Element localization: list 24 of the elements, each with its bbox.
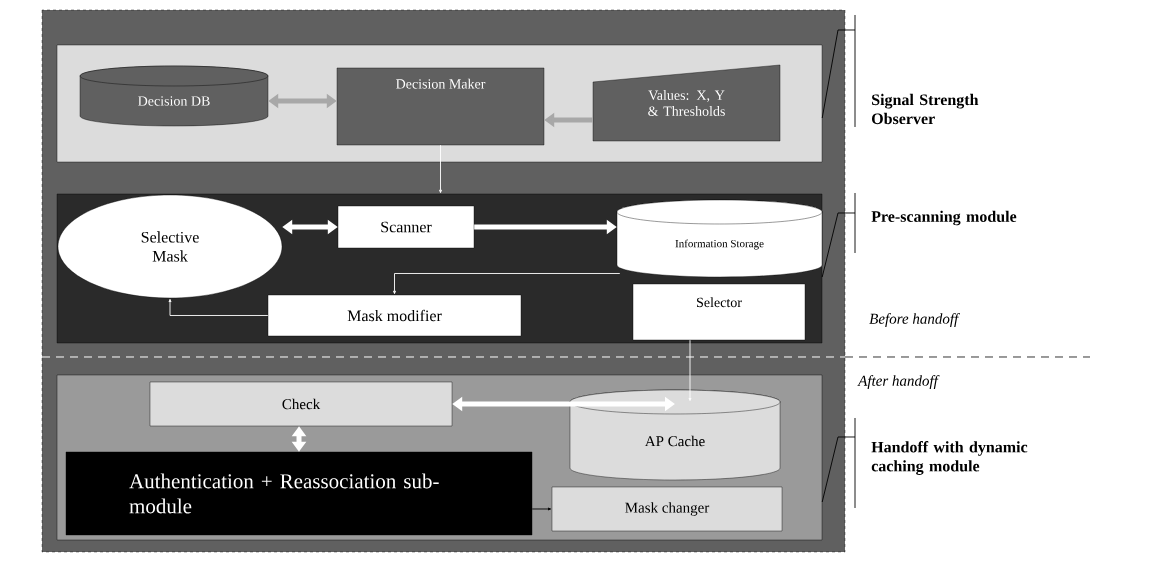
module-label: Pre-scanning module xyxy=(871,210,1017,226)
arrow xyxy=(168,298,269,316)
arrow xyxy=(393,273,621,295)
module-label: Signal Strength Observer xyxy=(872,93,979,125)
process-box: Decision Maker xyxy=(336,67,545,146)
arrow xyxy=(439,144,442,194)
process-box: Mask modifier xyxy=(267,294,522,337)
process-box: Scanner xyxy=(337,205,475,249)
process-box: Check xyxy=(149,381,453,427)
process-box: Mask changer xyxy=(551,486,783,532)
database-cylinder: Decision DB xyxy=(79,65,269,127)
mask-bubble: Selective Mask xyxy=(57,194,283,299)
submodule-box: Authentication + Reassociation sub-module xyxy=(65,451,533,536)
leader-line xyxy=(821,417,856,509)
module-label: Handoff with dynamic caching module xyxy=(871,441,1028,475)
arrow xyxy=(531,507,552,511)
cache-cylinder: AP Cache xyxy=(569,389,781,481)
process-box: Selector xyxy=(632,283,806,341)
storage-cylinder: Information Storage xyxy=(616,199,823,278)
leader-line xyxy=(821,192,856,278)
leader-line xyxy=(821,14,856,128)
arrow xyxy=(688,339,692,402)
section-label: After handoff xyxy=(857,375,940,389)
section-label: Before handoff xyxy=(869,313,960,327)
